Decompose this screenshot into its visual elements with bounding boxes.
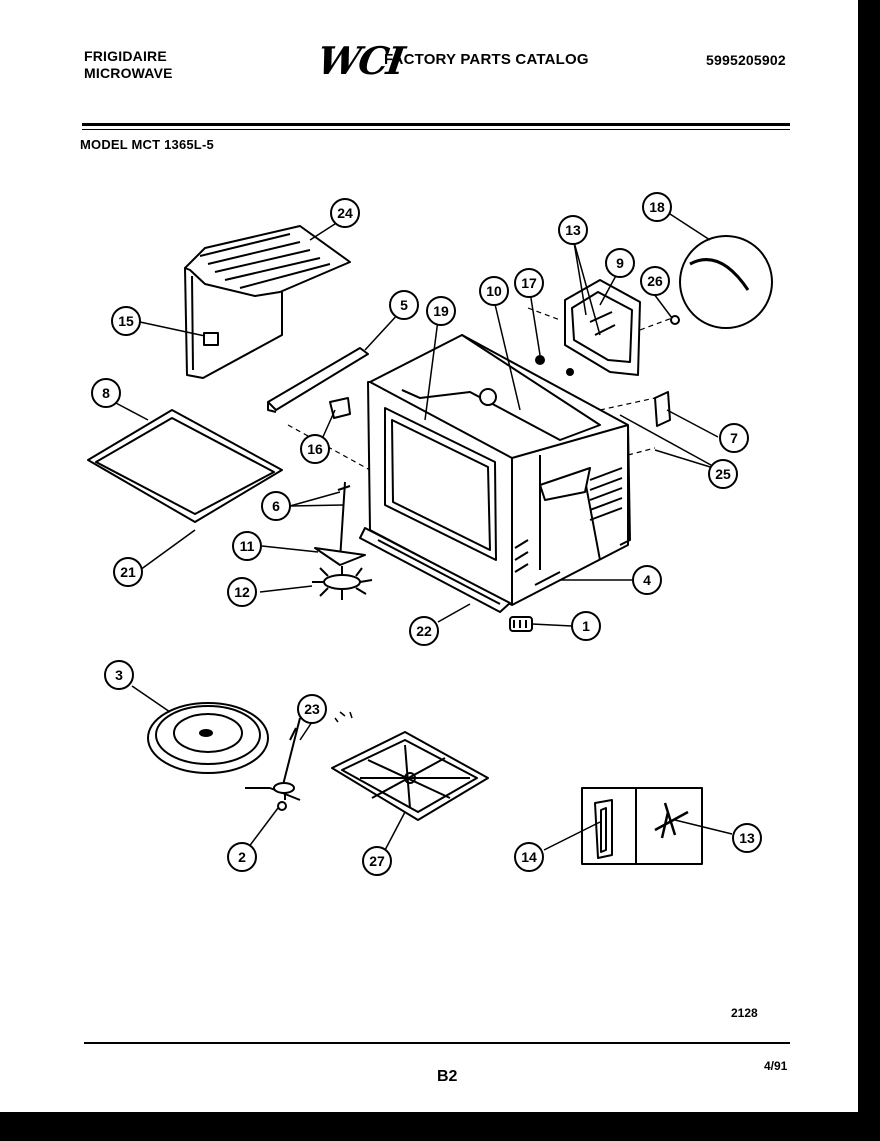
scan-border-bottom — [0, 1112, 880, 1141]
brand-block: FRIGIDAIRE MICROWAVE — [84, 48, 173, 82]
callout-11: 11 — [240, 538, 255, 554]
callout-1: 1 — [582, 618, 590, 634]
callout-23: 23 — [304, 701, 320, 717]
catalog-title: FACTORY PARTS CATALOG — [384, 51, 589, 68]
part-connector — [509, 616, 533, 632]
part-top-cover — [184, 225, 351, 379]
callout-18: 18 — [649, 199, 665, 215]
callout-10: 10 — [486, 283, 502, 299]
callout-6: 6 — [272, 498, 280, 514]
callout-25: 25 — [715, 466, 731, 482]
callout-26: 26 — [647, 273, 663, 289]
scan-border-right — [858, 0, 880, 1141]
callout-15: 15 — [118, 313, 134, 329]
callout-16: 16 — [307, 441, 323, 457]
footer-rule — [84, 1042, 790, 1044]
part-turntable — [147, 702, 269, 774]
part-rack — [331, 731, 489, 821]
callout-24: 24 — [337, 205, 353, 221]
callout-9: 9 — [616, 255, 624, 271]
header-rule-thick — [82, 123, 790, 126]
part-cabinet — [367, 334, 631, 606]
part-rail — [267, 347, 369, 413]
part-detail-box — [581, 787, 703, 865]
leader-lines — [113, 213, 733, 853]
callout-27: 27 — [369, 853, 385, 869]
drawing-number: 2128 — [731, 1006, 758, 1020]
model-label: MODEL MCT 1365L-5 — [80, 137, 214, 152]
callout-8: 8 — [102, 385, 110, 401]
callout-22: 22 — [416, 623, 432, 639]
callout-19: 19 — [433, 303, 449, 319]
page-reference: B2 — [437, 1068, 458, 1085]
part-bottom-plate — [87, 409, 283, 523]
callout-13-top: 13 — [565, 222, 581, 238]
callout-14: 14 — [521, 849, 537, 865]
callout-17: 17 — [521, 275, 537, 291]
callout-12: 12 — [234, 584, 250, 600]
callout-13-bottom: 13 — [739, 830, 755, 846]
part-detail-circle — [679, 235, 773, 329]
callout-5: 5 — [400, 297, 408, 313]
revision-date: 4/91 — [764, 1059, 788, 1073]
part-roller-support — [245, 711, 353, 811]
callout-2: 2 — [238, 849, 246, 865]
callout-4: 4 — [643, 572, 651, 588]
part-small-bracket — [329, 397, 351, 419]
part-stirrer — [312, 481, 373, 600]
callout-circles — [91, 192, 762, 876]
product-type: MICROWAVE — [84, 65, 173, 81]
part-base-rail — [359, 527, 511, 613]
callout-3: 3 — [115, 667, 123, 683]
callout-7: 7 — [730, 430, 738, 446]
part-bracket — [654, 391, 671, 427]
header-rule-thin — [82, 129, 790, 130]
brand-name: FRIGIDAIRE — [84, 48, 167, 64]
catalog-number: 5995205902 — [706, 52, 786, 68]
callout-21: 21 — [120, 564, 136, 580]
